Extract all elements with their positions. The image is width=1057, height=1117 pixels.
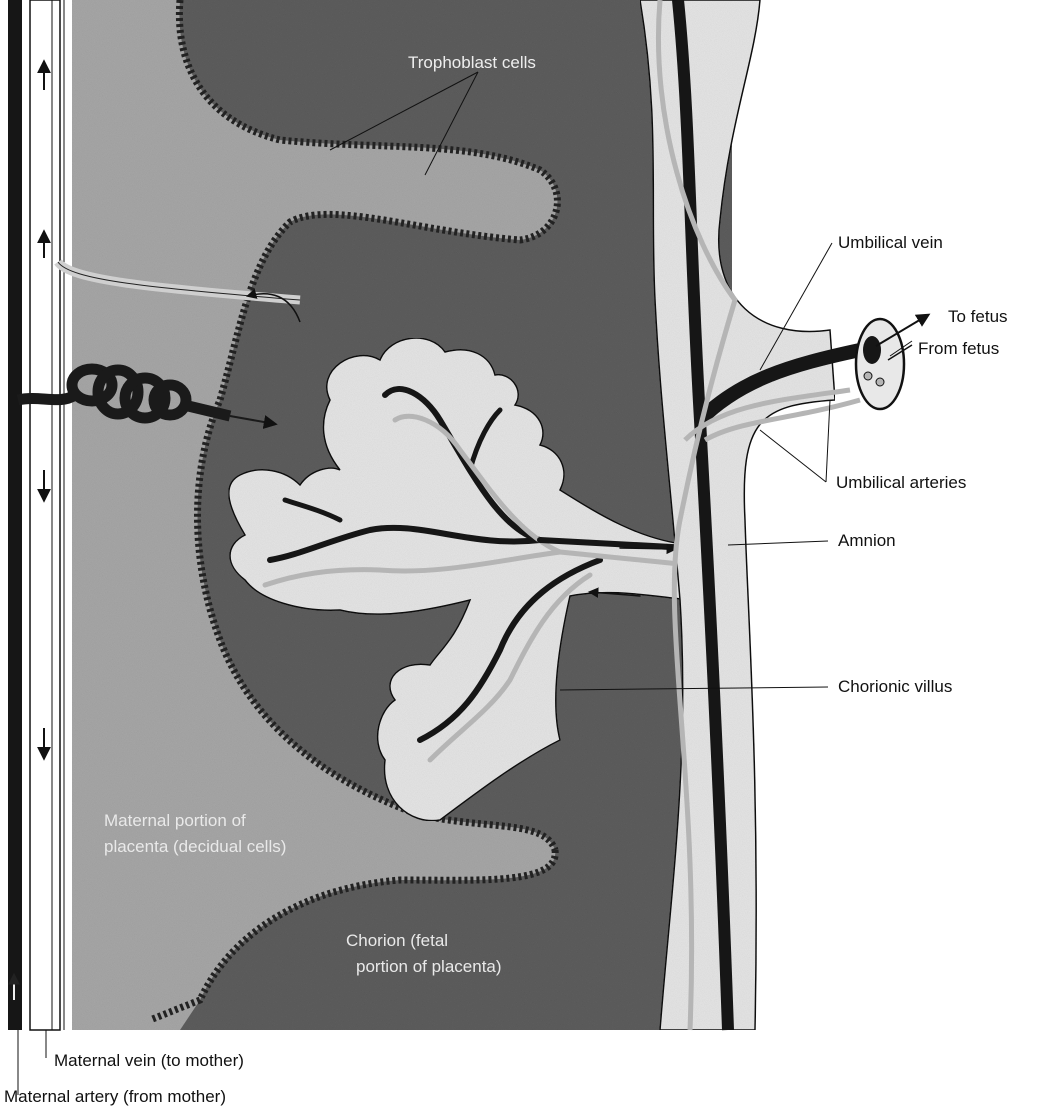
label-amnion: Amnion — [838, 531, 896, 550]
maternal-vessels — [0, 0, 64, 1030]
umbilical-cord-end — [856, 315, 928, 409]
label-umbilical-arteries: Umbilical arteries — [836, 473, 966, 492]
label-chorionic-villus: Chorionic villus — [838, 677, 952, 696]
label-trophoblast-cells: Trophoblast cells — [408, 53, 536, 72]
label-to-fetus: To fetus — [948, 307, 1008, 326]
label-maternal-portion-line2: placenta (decidual cells) — [104, 837, 286, 856]
label-chorion-line1: Chorion (fetal — [346, 931, 448, 950]
label-maternal-vein: Maternal vein (to mother) — [54, 1051, 244, 1070]
label-from-fetus: From fetus — [918, 339, 999, 358]
label-chorion-line2: portion of placenta) — [356, 957, 502, 976]
arrow-icon — [620, 548, 675, 549]
label-maternal-artery: Maternal artery (from mother) — [4, 1087, 226, 1106]
label-maternal-portion-line1: Maternal portion of — [104, 811, 246, 830]
label-umbilical-vein: Umbilical vein — [838, 233, 943, 252]
